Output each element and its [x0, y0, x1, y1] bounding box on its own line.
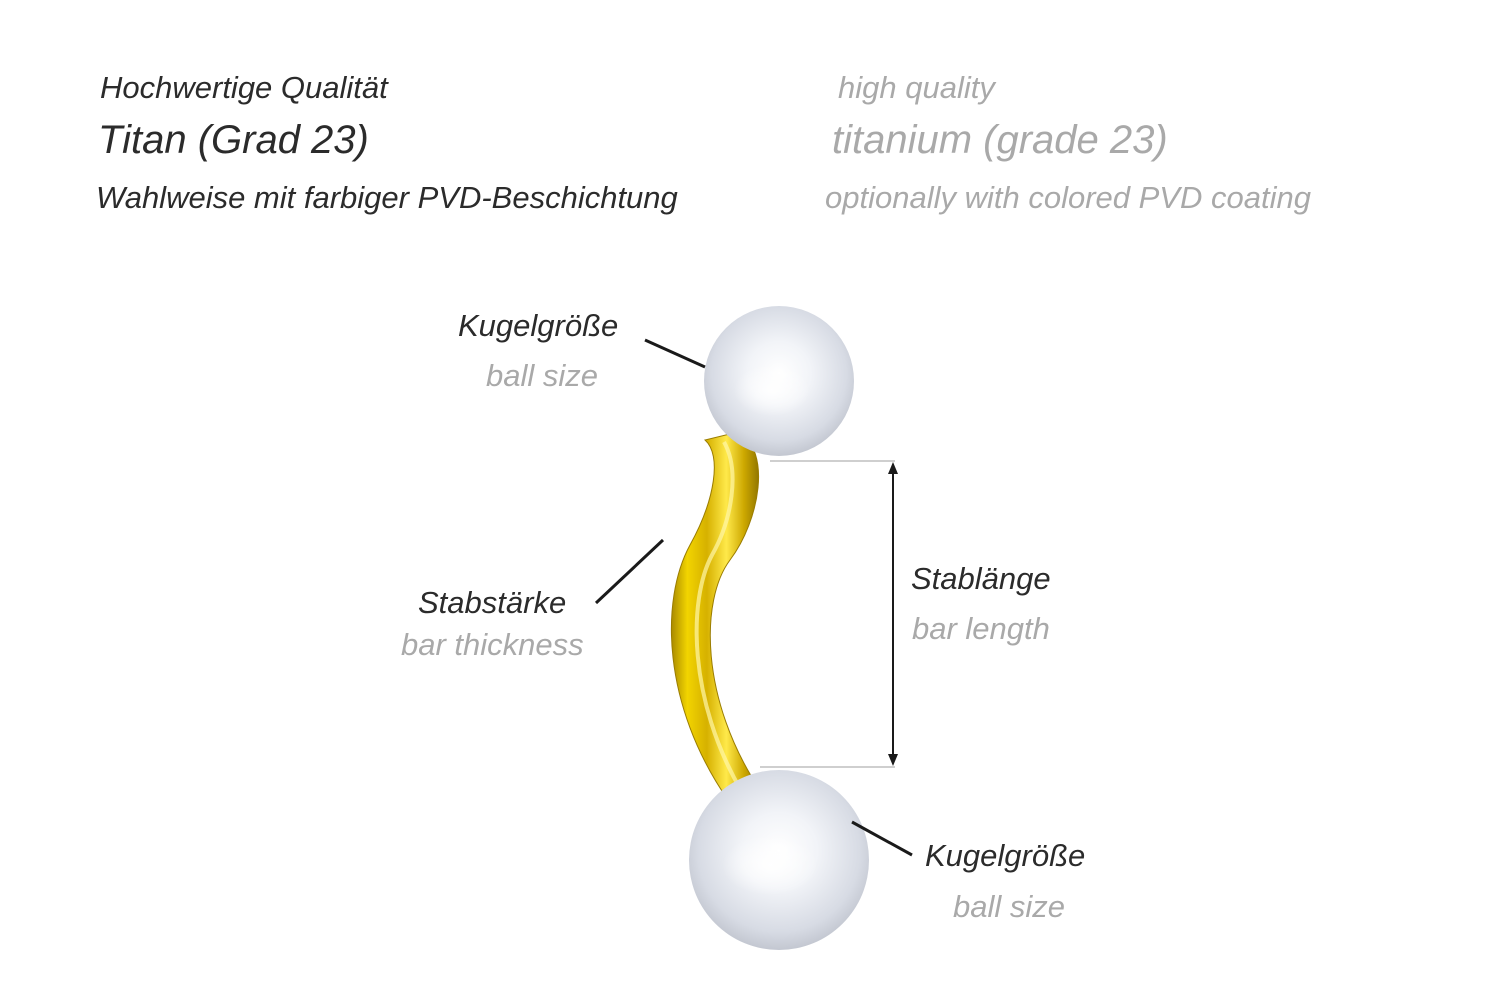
- header-de-line3: Wahlweise mit farbiger PVD-Beschichtung: [96, 180, 678, 215]
- header-de-line2: Titan (Grad 23): [98, 118, 369, 162]
- bar-thickness-en: bar thickness: [401, 627, 584, 662]
- leader-bar-thickness: [594, 538, 665, 605]
- curved-bar: [670, 431, 761, 801]
- header-en-line3: optionally with colored PVD coating: [825, 180, 1311, 215]
- header-en-line2: titanium (grade 23): [832, 118, 1168, 162]
- leader-ball-bottom: [851, 820, 913, 857]
- bar-thickness-de: Stabstärke: [418, 585, 567, 620]
- ball-size-bottom-de: Kugelgröße: [925, 838, 1086, 873]
- top-ball: [704, 306, 854, 456]
- bar-length-en: bar length: [912, 611, 1050, 646]
- bar-length-de: Stablänge: [911, 561, 1051, 596]
- header-en-line1: high quality: [838, 70, 995, 105]
- ball-size-top-en: ball size: [486, 358, 598, 393]
- leader-ball-top: [644, 338, 706, 369]
- bar-length-dimension: [760, 460, 898, 768]
- header-de-line1: Hochwertige Qualität: [100, 70, 388, 105]
- bottom-ball: [689, 770, 869, 950]
- ball-size-top-de: Kugelgröße: [458, 308, 619, 343]
- ball-size-bottom-en: ball size: [953, 889, 1065, 924]
